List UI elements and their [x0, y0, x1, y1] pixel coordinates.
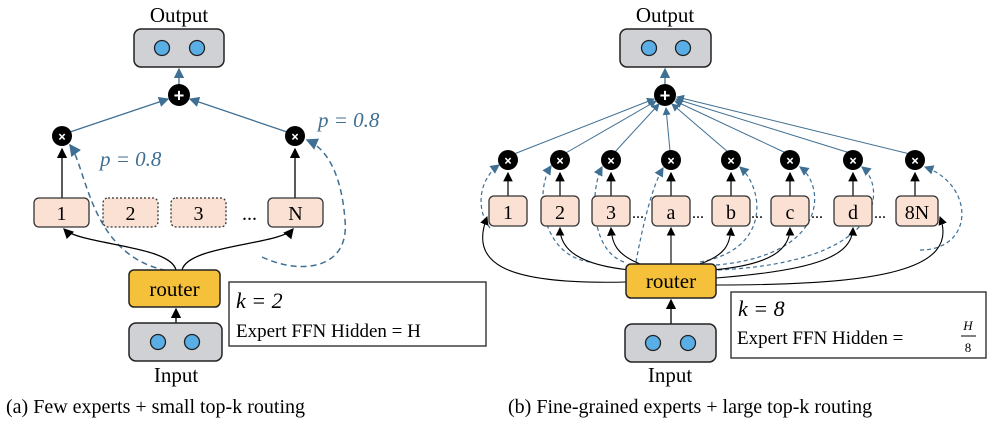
info-hidden: Expert FFN Hidden = H	[236, 321, 421, 342]
svg-text:×: ×	[667, 154, 675, 169]
multiply-node: ×	[52, 126, 72, 146]
router-label: router	[646, 269, 696, 293]
expert-label: a	[667, 202, 676, 224]
multiply-node: ×	[905, 150, 925, 170]
expert-box: c	[770, 195, 810, 227]
expert-label: 2	[126, 203, 136, 225]
input-token	[624, 323, 717, 363]
output-label: Output	[636, 3, 695, 27]
probability-label: p = 0.8	[98, 147, 162, 171]
info-k: k = 2	[236, 288, 283, 313]
svg-text:×: ×	[291, 130, 299, 145]
fan-in-arrows	[513, 94, 911, 155]
expert-label: d	[848, 202, 858, 224]
routing-arrows	[480, 215, 947, 286]
expert-label: 3	[194, 203, 204, 225]
expert-box-inactive: 2	[102, 197, 159, 228]
fraction-denominator: 8	[965, 340, 972, 355]
expert-box: 3	[591, 195, 631, 227]
svg-text:×: ×	[911, 154, 919, 169]
panel-right: Output + × × × × × × × ×	[480, 3, 987, 418]
input-label: Input	[648, 363, 692, 387]
expert-label: 1	[57, 203, 67, 225]
multiply-node: ×	[285, 126, 305, 146]
input-token	[128, 322, 223, 362]
multiply-node: ×	[601, 150, 621, 170]
svg-text:×: ×	[556, 154, 564, 169]
svg-text:×: ×	[607, 154, 615, 169]
ellipsis: ...	[692, 205, 704, 222]
expert-output-arrows	[503, 171, 920, 196]
multiply-node: ×	[721, 150, 741, 170]
multiply-node: ×	[843, 150, 863, 170]
expert-box: N	[267, 197, 324, 228]
router-box: router	[625, 263, 717, 299]
sum-node: +	[654, 84, 676, 106]
ellipsis: ...	[874, 205, 886, 222]
expert-label: 2	[555, 202, 565, 224]
multiply-node: ×	[550, 150, 570, 170]
output-token	[619, 28, 712, 68]
router-label: router	[149, 277, 199, 301]
expert-label: 1	[503, 202, 513, 224]
svg-text:+: +	[174, 86, 184, 106]
info-box: k = 2 Expert FFN Hidden = H	[228, 281, 487, 347]
ellipsis: ...	[751, 205, 763, 222]
expert-box: 1	[488, 195, 528, 227]
ellipsis: ...	[811, 205, 823, 222]
ellipsis: ...	[242, 203, 257, 225]
expert-label: c	[786, 202, 795, 224]
sum-node: +	[168, 84, 190, 106]
output-token	[133, 28, 225, 68]
svg-text:×: ×	[504, 154, 512, 169]
router-box: router	[128, 269, 221, 308]
caption: (b) Fine-grained experts + large top-k r…	[508, 396, 872, 418]
expert-box: 8N	[895, 195, 939, 227]
expert-label: N	[288, 203, 302, 225]
expert-box: b	[711, 195, 751, 227]
expert-label: 3	[606, 202, 616, 224]
input-label: Input	[154, 363, 198, 387]
info-k: k = 8	[738, 296, 785, 321]
expert-label: 8N	[905, 202, 929, 224]
caption: (a) Few experts + small top-k routing	[6, 396, 305, 418]
fraction-numerator: H	[962, 318, 973, 333]
panel-left: Output + × × p = 0.8 p = 0	[6, 3, 487, 418]
expert-box-inactive: 3	[170, 197, 227, 228]
expert-box: d	[833, 195, 873, 227]
svg-text:×: ×	[727, 154, 735, 169]
output-label: Output	[150, 3, 209, 27]
multiply-node: ×	[780, 150, 800, 170]
info-box: k = 8 Expert FFN Hidden = H 8	[730, 291, 987, 359]
svg-text:×: ×	[58, 130, 66, 145]
svg-text:+: +	[660, 86, 670, 106]
expert-label: b	[726, 202, 736, 224]
info-hidden: Expert FFN Hidden =	[737, 328, 903, 349]
expert-box: 2	[540, 195, 580, 227]
expert-box: a	[651, 195, 691, 227]
probability-label: p = 0.8	[316, 108, 380, 132]
multiply-node: ×	[498, 150, 518, 170]
multiply-node: ×	[661, 150, 681, 170]
svg-text:×: ×	[849, 154, 857, 169]
ellipsis: ...	[632, 205, 644, 222]
svg-text:×: ×	[786, 154, 794, 169]
expert-box: 1	[33, 197, 90, 228]
